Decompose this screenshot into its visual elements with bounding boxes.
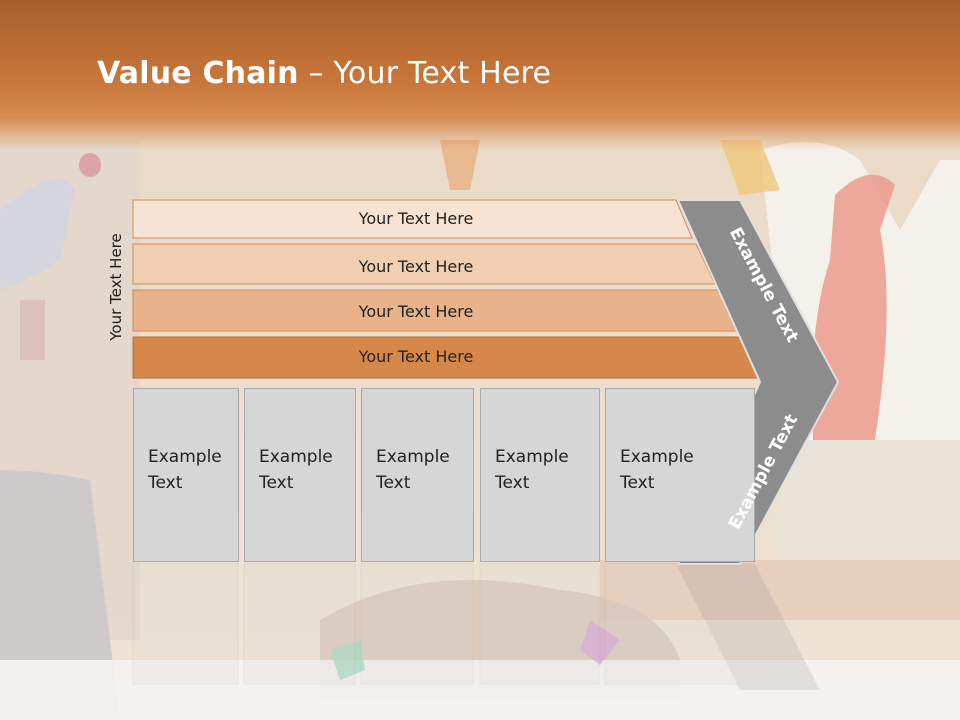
- box-5-line1: Example: [620, 447, 694, 467]
- box-2-line2: Text: [259, 473, 294, 493]
- activity-box-5: Example Text: [605, 388, 755, 562]
- slide-title: Value Chain – Your Text Here: [97, 56, 551, 91]
- box-1-line2: Text: [148, 473, 183, 493]
- box-4-line2: Text: [495, 473, 530, 493]
- band-4-label: Your Text Here: [358, 347, 474, 366]
- title-rest: – Your Text Here: [298, 56, 552, 91]
- band-2-label: Your Text Here: [358, 257, 474, 276]
- title-bold: Value Chain: [97, 56, 299, 91]
- box-3-line1: Example: [376, 447, 450, 467]
- chevron-arrow-shape: [676, 199, 840, 565]
- activity-box-2: Example Text: [244, 388, 356, 562]
- reflection: [132, 563, 820, 690]
- activity-box-4: Example Text: [480, 388, 600, 562]
- band-1-shape: [132, 199, 693, 239]
- box-5-line2: Text: [620, 473, 655, 493]
- header-bar: [0, 0, 960, 150]
- box-3-line2: Text: [376, 473, 411, 493]
- band-1-label: Your Text Here: [358, 209, 474, 228]
- box-2-line1: Example: [259, 447, 333, 467]
- box-4-line1: Example: [495, 447, 569, 467]
- activity-box-1: Example Text: [133, 388, 239, 562]
- activity-box-3: Example Text: [361, 388, 474, 562]
- band-3-label: Your Text Here: [358, 302, 474, 321]
- box-1-line1: Example: [148, 447, 222, 467]
